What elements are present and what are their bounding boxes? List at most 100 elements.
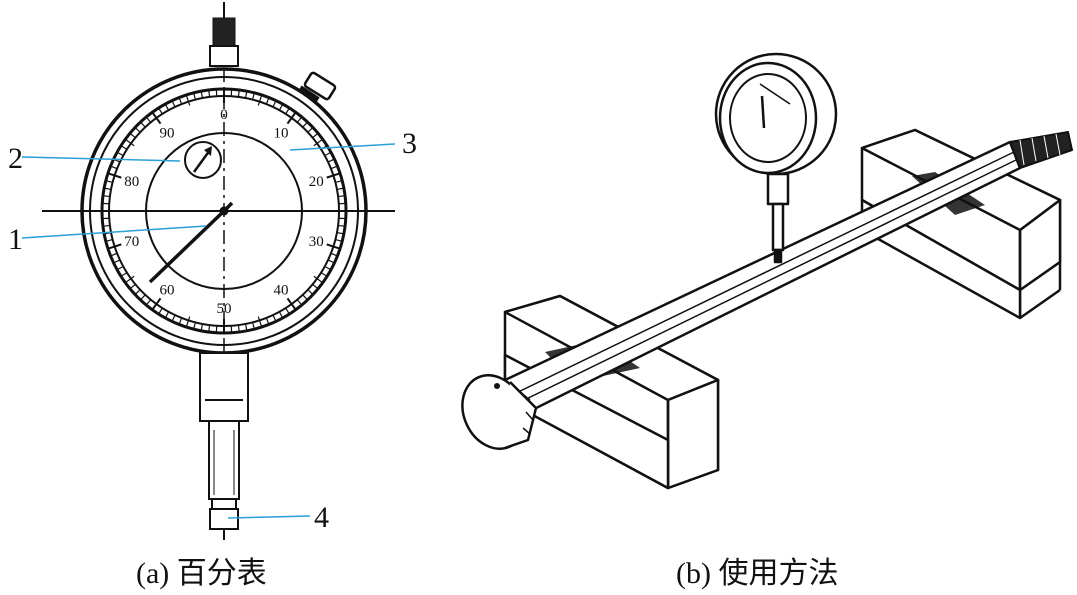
- scale-tick: [171, 314, 176, 322]
- caption-b: (b) 使用方法: [676, 557, 839, 590]
- scale-tick: [140, 121, 146, 128]
- scale-tick: [129, 283, 136, 290]
- main-pointer: [148, 201, 234, 284]
- top-stem: [209, 2, 239, 67]
- scale-tick: [158, 307, 163, 315]
- scale-tick: [335, 180, 343, 183]
- scale-tick: [265, 97, 270, 105]
- scale-tick: [252, 92, 255, 100]
- scale-tick: [107, 172, 122, 179]
- scale-tick: [208, 89, 211, 97]
- scale-tick: [335, 239, 343, 242]
- scale-tick: [313, 275, 324, 284]
- scale-tick: [237, 89, 240, 97]
- crown-knob: [298, 71, 337, 103]
- scale-tick: [252, 322, 255, 330]
- mounted-dial-gauge: [714, 52, 838, 264]
- scale-tick: [145, 299, 152, 306]
- spindle: [199, 352, 249, 540]
- scale-tick: [324, 265, 332, 271]
- scale-tick: [307, 289, 314, 295]
- scale-tick: [285, 307, 290, 315]
- callout-4: 4: [314, 501, 329, 534]
- scale-tick: [120, 145, 128, 150]
- scale-tick: [296, 299, 303, 306]
- scale-tick: [312, 283, 319, 290]
- callout-1: 1: [8, 223, 23, 256]
- scale-tick: [185, 94, 191, 106]
- scale-tick: [336, 187, 344, 191]
- scale-tick: [330, 252, 338, 257]
- scale-tick: [151, 111, 162, 125]
- scale-tick: [193, 322, 196, 330]
- revolution-counter: [184, 141, 222, 179]
- scale-tick: [313, 138, 324, 147]
- scale-tick: [330, 165, 338, 170]
- scale-tick: [116, 151, 124, 157]
- scale-tick: [134, 127, 141, 133]
- scale-tick: [338, 195, 346, 198]
- scale-tick: [124, 275, 135, 284]
- leader-lines: [21, 143, 396, 519]
- scale-tick: [178, 97, 183, 105]
- scale-tick: [104, 187, 112, 191]
- callout-numbers: 1 2 3 4: [8, 127, 417, 534]
- scale-tick: [338, 224, 346, 227]
- scale-tick: [129, 132, 136, 139]
- scale-tick: [178, 317, 183, 325]
- scale-tick: [244, 91, 248, 99]
- scale-tick: [120, 272, 128, 277]
- scale-tick: [244, 323, 248, 331]
- scale-tick: [102, 195, 110, 198]
- callout-3: 3: [402, 127, 417, 160]
- scale-tick: [327, 158, 335, 163]
- scale-tick: [278, 311, 284, 319]
- scale-tick: [164, 311, 170, 319]
- scale-tick: [134, 289, 141, 295]
- scale-tick: [286, 111, 297, 125]
- scale-tick: [105, 239, 113, 242]
- scale-tick: [171, 100, 176, 108]
- scale-tick: [124, 138, 135, 147]
- scale-tick: [140, 294, 146, 301]
- dial-label-90: 90: [159, 126, 174, 142]
- dial-indicator: [21, 2, 396, 540]
- caption-a: (a) 百分表: [136, 557, 267, 590]
- scale-tick: [272, 314, 277, 322]
- scale-tick: [102, 224, 110, 227]
- scale-tick: [193, 92, 196, 100]
- scale-tick: [320, 272, 328, 277]
- scale-tick: [158, 107, 163, 115]
- scale-tick: [285, 107, 290, 115]
- scale-tick: [286, 297, 297, 311]
- dial-label-10: 10: [274, 126, 289, 142]
- scale-tick: [327, 259, 335, 264]
- dial-label-40: 40: [274, 282, 289, 298]
- scale-tick: [312, 132, 319, 139]
- scale-tick: [302, 294, 308, 301]
- usage-setup: [461, 52, 1073, 490]
- dial-label-80: 80: [124, 174, 139, 190]
- scale-tick: [107, 243, 122, 250]
- dial-label-60: 60: [159, 282, 174, 298]
- scale-tick: [105, 180, 113, 183]
- scale-tick: [278, 103, 284, 111]
- contact-point: [209, 508, 239, 530]
- scale-tick: [302, 121, 308, 128]
- scale-tick: [200, 323, 204, 331]
- scale-tick: [113, 259, 121, 264]
- scale-tick: [324, 151, 332, 157]
- callout-2: 2: [8, 142, 23, 175]
- scale-tick: [272, 100, 277, 108]
- scale-tick: [257, 316, 263, 328]
- dial-label-20: 20: [309, 174, 324, 190]
- scale-tick: [326, 243, 341, 250]
- scale-tick: [110, 165, 118, 170]
- scale-tick: [265, 317, 270, 325]
- scale-tick: [185, 316, 191, 328]
- scale-tick: [257, 94, 263, 106]
- scale-tick: [164, 103, 170, 111]
- scale-tick: [116, 265, 124, 271]
